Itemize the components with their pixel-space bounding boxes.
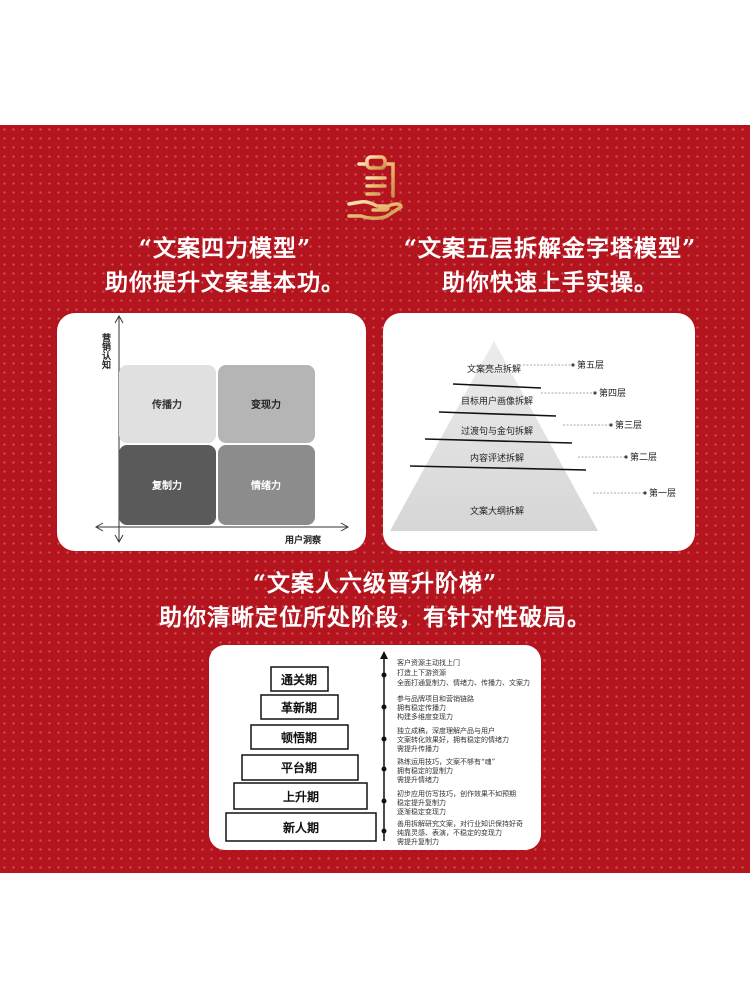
callout-layer-5: 第五层: [577, 359, 604, 371]
right-heading-line2: 助你快速上手实操。: [442, 269, 658, 296]
svg-text:初步应用仿写技巧，创作效果不如预期: 初步应用仿写技巧，创作效果不如预期: [397, 789, 516, 798]
ladder-step-6: [270, 666, 329, 692]
cell-label-spread: 传播力: [151, 398, 182, 411]
five-layer-pyramid-diagram: 文案亮点拆解 目标用户画像拆解 过渡句与金句拆解 内容评述拆解 文案大纲拆解 第…: [390, 341, 676, 531]
svg-text:文案转化效果好，拥有稳定的情绪力: 文案转化效果好，拥有稳定的情绪力: [397, 735, 509, 744]
left-heading-line2: 助你提升文案基本功。: [105, 269, 345, 296]
ladder-label-1: 新人期: [283, 820, 319, 835]
svg-text:逐渐稳定变现力: 逐渐稳定变现力: [397, 807, 446, 816]
cell-monetize-power: [218, 365, 315, 443]
ladder-label-5: 革新期: [281, 700, 317, 715]
bottom-heading-line1: “文案人六级晋升阶梯”: [252, 570, 498, 597]
svg-text:善用拆解研究文案，对行业知识保持好奇: 善用拆解研究文案，对行业知识保持好奇: [397, 819, 523, 828]
cell-spread-power: [119, 365, 216, 443]
ladder-desc-5: 参与品牌项目和营销链路 拥有稳定传播力 构建多维度变现力: [397, 694, 474, 721]
svg-text:全面打通复制力、情绪力、传播力、文案力: 全面打通复制力、情绪力、传播力、文案力: [397, 678, 530, 687]
ladder-step-4: [250, 724, 349, 750]
cell-emotion-power: [218, 445, 315, 525]
ladder-label-6: 通关期: [281, 672, 317, 687]
svg-text:拥有稳定的复制力: 拥有稳定的复制力: [397, 766, 453, 775]
cell-label-emotion: 情绪力: [251, 479, 281, 492]
svg-text:稳定提升复制力: 稳定提升复制力: [397, 798, 446, 807]
right-heading: “文案五层拆解金字塔模型” 助你快速上手实操。: [385, 232, 715, 300]
callout-layer-3: 第三层: [615, 419, 642, 431]
ladder-step-3: [241, 754, 359, 781]
callout-layer-4: 第四层: [599, 387, 626, 399]
callout-layer-2: 第二层: [630, 451, 657, 463]
svg-text:需提升复制力: 需提升复制力: [397, 837, 439, 846]
svg-text:需提升传播力: 需提升传播力: [397, 744, 439, 753]
svg-text:熟练运用技巧，文案不够有“魂”: 熟练运用技巧，文案不够有“魂”: [397, 757, 496, 766]
six-level-ladder-card: 通关期 革新期 顿悟期 平台期 上升期 新人期 客户资源主动找上门 打造上下游资…: [209, 645, 541, 850]
svg-text:构建多维度变现力: 构建多维度变现力: [397, 712, 453, 721]
cell-replicate-power: [119, 445, 216, 525]
six-level-ladder-diagram: 通关期 革新期 顿悟期 平台期 上升期 新人期 客户资源主动找上门 打造上下游资…: [225, 651, 530, 846]
five-layer-pyramid-card: 文案亮点拆解 目标用户画像拆解 过渡句与金句拆解 内容评述拆解 文案大纲拆解 第…: [383, 313, 695, 551]
ladder-step-2: [233, 782, 368, 810]
cell-label-monetize: 变现力: [251, 398, 281, 411]
left-heading-line1: “文案四力模型”: [138, 235, 312, 262]
ladder-desc-3: 熟练运用技巧，文案不够有“魂” 拥有稳定的复制力 需提升情绪力: [397, 757, 496, 784]
svg-text:需提升情绪力: 需提升情绪力: [397, 775, 439, 784]
svg-text:纯靠灵感、表演，不稳定的变现力: 纯靠灵感、表演，不稳定的变现力: [397, 828, 502, 837]
callout-layer-1: 第一层: [649, 487, 676, 499]
pyramid-label-3: 过渡句与金句拆解: [461, 425, 533, 437]
clipboard-hand-icon: [347, 155, 403, 220]
pyramid-label-2: 内容评述拆解: [470, 452, 524, 464]
pyramid-label-1: 文案大纲拆解: [470, 505, 524, 517]
right-heading-line1: “文案五层拆解金字塔模型”: [403, 235, 697, 262]
ladder-desc-6: 客户资源主动找上门 打造上下游资源 全面打通复制力、情绪力、传播力、文案力: [397, 658, 530, 687]
svg-text:拥有稳定传播力: 拥有稳定传播力: [397, 703, 446, 712]
ladder-desc-1: 善用拆解研究文案，对行业知识保持好奇 纯靠灵感、表演，不稳定的变现力 需提升复制…: [397, 819, 523, 846]
ladder-label-2: 上升期: [283, 789, 319, 804]
svg-text:参与品牌项目和营销链路: 参与品牌项目和营销链路: [397, 694, 474, 703]
left-heading: “文案四力模型” 助你提升文案基本功。: [95, 232, 355, 300]
pyramid-shape: [390, 341, 598, 531]
ladder-label-3: 平台期: [281, 760, 317, 775]
bottom-heading: “文案人六级晋升阶梯” 助你清晰定位所处阶段，有针对性破局。: [140, 567, 610, 635]
ladder-label-4: 顿悟期: [281, 730, 317, 745]
cell-label-replicate: 复制力: [151, 479, 182, 492]
ladder-step-1: [225, 812, 377, 842]
pyramid-label-4: 目标用户画像拆解: [461, 395, 533, 407]
svg-text:客户资源主动找上门: 客户资源主动找上门: [397, 658, 460, 667]
svg-text:独立成稿，深度理解产品与用户: 独立成稿，深度理解产品与用户: [397, 726, 495, 735]
bottom-heading-line2: 助你清晰定位所处阶段，有针对性破局。: [159, 604, 591, 631]
ladder-desc-2: 初步应用仿写技巧，创作效果不如预期 稳定提升复制力 逐渐稳定变现力: [397, 789, 516, 816]
ladder-desc-4: 独立成稿，深度理解产品与用户 文案转化效果好，拥有稳定的情绪力 需提升传播力: [397, 726, 509, 753]
svg-text:打造上下游资源: 打造上下游资源: [397, 668, 446, 677]
ladder-step-5: [260, 694, 339, 720]
y-axis-label: 营销认知: [100, 332, 112, 370]
x-axis-label: 用户洞察: [284, 534, 322, 546]
four-power-model-card: 营销认知 用户洞察 传播力 变现力 复制力 情绪力: [57, 313, 366, 551]
pyramid-label-5: 文案亮点拆解: [467, 363, 521, 375]
four-power-model-diagram: 营销认知 用户洞察 传播力 变现力 复制力 情绪力: [94, 314, 350, 546]
